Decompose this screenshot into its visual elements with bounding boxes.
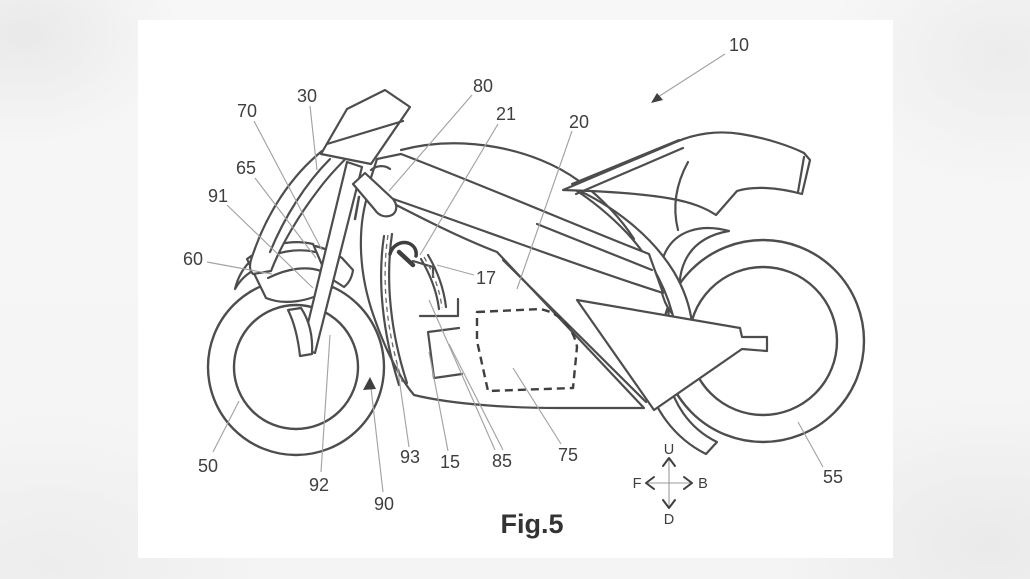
- leader-60: [206, 261, 273, 275]
- compass-up-label: U: [664, 442, 674, 458]
- upper-vent-lip-inner: [419, 257, 441, 311]
- compass-up-arrow: [662, 457, 676, 467]
- leader-15: [428, 351, 449, 452]
- tail-body: [561, 131, 812, 217]
- ref-label-70: 70: [237, 101, 257, 121]
- vent-step-line: [418, 297, 460, 318]
- ref-label-55: 55: [823, 467, 843, 487]
- leader-65: [254, 177, 317, 259]
- seat-line-upper: [570, 138, 681, 186]
- front-wheel: [206, 277, 386, 457]
- intake-duct-hook: [388, 240, 418, 258]
- ref-label-50: 50: [198, 456, 218, 476]
- mirror: [319, 88, 412, 166]
- mirror-face-line: [325, 119, 405, 146]
- lower-vent-channel: [426, 326, 464, 380]
- orientation-compass: U D F B: [633, 442, 708, 528]
- ref-label-75: 75: [558, 445, 578, 465]
- leader-80: [388, 94, 473, 192]
- leader-lines: [206, 53, 824, 493]
- ref-label-10: 10: [729, 35, 749, 55]
- leader-55: [797, 421, 824, 468]
- compass-back-label: B: [698, 476, 708, 492]
- front-strip-outer: [380, 234, 401, 387]
- fork-tube: [300, 160, 364, 355]
- leader-75: [512, 367, 562, 445]
- tail-rear-edge-inner: [796, 155, 806, 194]
- leader-70: [253, 120, 323, 251]
- front-rim-circle: [232, 303, 360, 431]
- upper-vent-dashed-seam: [423, 256, 443, 309]
- ref-label-92: 92: [309, 475, 329, 495]
- ref-label-21: 21: [496, 104, 516, 124]
- tail-section: [561, 131, 812, 232]
- ref-label-30: 30: [297, 86, 317, 106]
- fork-lower-boot: [286, 306, 314, 358]
- leader-21: [419, 123, 499, 256]
- tank-cover-curve: [399, 142, 636, 241]
- leader-85a: [428, 299, 496, 451]
- ref-label-93: 93: [400, 447, 420, 467]
- handlebar-grip: [351, 171, 398, 218]
- reference-labels: 10 80 21 20 30 70 65 91 60 17 50 92 90 9…: [183, 35, 843, 514]
- ref-label-91: 91: [208, 186, 228, 206]
- leader-17: [436, 264, 475, 276]
- ref-label-65: 65: [236, 158, 256, 178]
- ref-label-17: 17: [476, 268, 496, 288]
- leader-50: [212, 400, 240, 453]
- duct-dark-bar: [396, 249, 416, 268]
- arrowhead-90: [363, 377, 376, 390]
- leader-10: [657, 53, 726, 98]
- brake-lever: [353, 195, 361, 221]
- ref-label-90: 90: [374, 494, 394, 514]
- frame-spar-inner-line: [535, 222, 654, 272]
- swingarm: [575, 298, 769, 412]
- tail-crease: [674, 160, 690, 232]
- seat-line-lower: [574, 146, 685, 196]
- leader-20: [516, 130, 573, 290]
- leader-93: [396, 363, 410, 448]
- compass-down-label: D: [664, 512, 674, 528]
- leader-90: [370, 387, 384, 493]
- compass-down-arrow: [662, 499, 676, 509]
- ref-label-60: 60: [183, 249, 203, 269]
- leader-85b: [448, 343, 504, 451]
- upper-vent-lip-outer: [426, 253, 448, 309]
- figure-caption: Fig.5: [500, 509, 563, 539]
- compass-front-label: F: [633, 476, 642, 492]
- nose-cowl-line-b: [266, 267, 323, 280]
- leader-92: [320, 334, 331, 473]
- arrowhead-10: [651, 93, 663, 103]
- frame-spar: [365, 142, 665, 295]
- hidden-component-dashed-outline: [475, 307, 579, 393]
- fairing-rear-diagonal-inner: [501, 258, 648, 404]
- bar-end-curve: [369, 165, 392, 172]
- main-fairing: [359, 189, 648, 410]
- compass-front-arrow: [645, 476, 655, 490]
- ref-label-80: 80: [473, 76, 493, 96]
- ref-label-85: 85: [492, 451, 512, 471]
- compass-back-arrow: [683, 476, 693, 490]
- leader-91: [226, 204, 314, 289]
- frame-spar-band: [365, 152, 665, 295]
- ref-label-15: 15: [440, 452, 460, 472]
- ref-label-20: 20: [569, 112, 589, 132]
- front-strip-dashed-seam: [384, 234, 404, 385]
- leader-30: [309, 105, 318, 171]
- windscreen-inner-line: [268, 157, 332, 254]
